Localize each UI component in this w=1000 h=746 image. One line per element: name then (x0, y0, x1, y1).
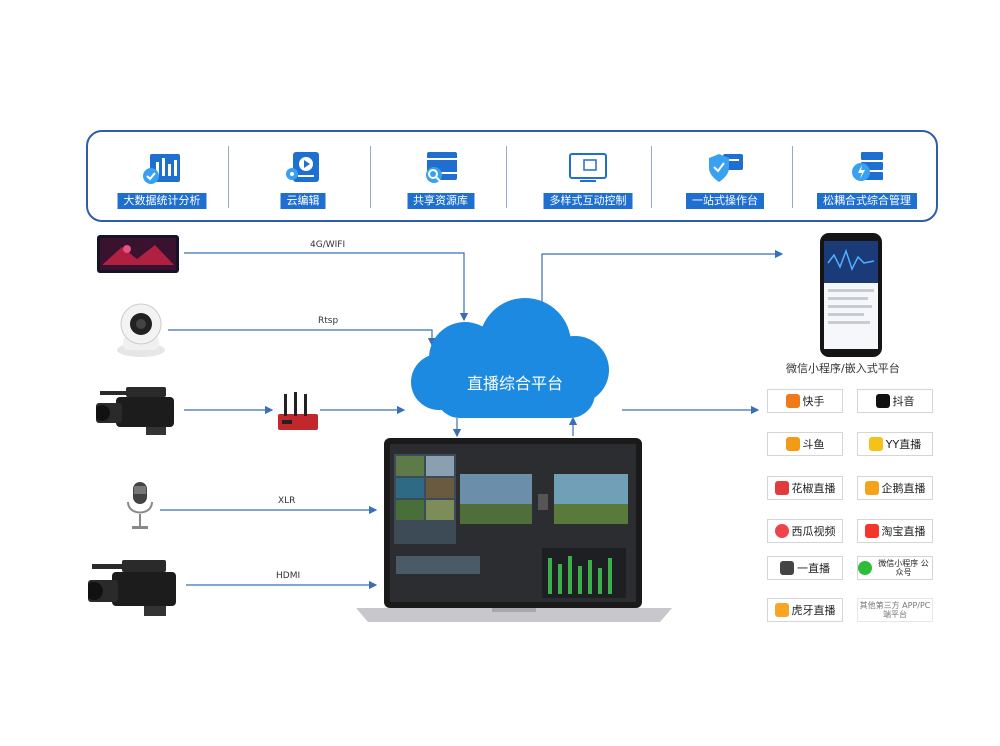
server-stack-icon (852, 152, 883, 181)
platform-name: 其他第三方 APP/PC端平台 (859, 601, 931, 619)
camcorder-device (96, 387, 174, 435)
wechat-caption: 微信小程序/嵌入式平台 (786, 362, 900, 375)
platform-yy[interactable]: YY直播 (857, 432, 933, 456)
platform-name: 微信小程序 公众号 (878, 559, 929, 577)
huya-icon (774, 603, 789, 617)
platform-huajiao[interactable]: 花椒直播 (767, 476, 843, 500)
xigua-icon (774, 524, 789, 538)
feature-interactive-control[interactable]: 多样式互动控制 (513, 132, 663, 220)
penguin-icon (864, 481, 879, 495)
platform-taobao[interactable]: 淘宝直播 (857, 519, 933, 543)
platform-douyin[interactable]: 抖音 (857, 389, 933, 413)
feature-one-stop-console[interactable]: 一站式操作台 (660, 132, 790, 220)
platform-qie[interactable]: 企鹅直播 (857, 476, 933, 500)
feature-label: 松耦合式综合管理 (817, 193, 917, 209)
platform-name: YY直播 (885, 438, 922, 451)
encoder-router-device (278, 392, 318, 430)
feature-label: 共享资源库 (407, 193, 474, 209)
platform-name: 一直播 (797, 562, 830, 575)
line-4g (184, 252, 469, 322)
link-label-rtsp: Rtsp (318, 316, 339, 326)
feature-integrated-management[interactable]: 松耦合式综合管理 (800, 132, 934, 220)
shield-console-icon (709, 154, 743, 182)
platform-douyu[interactable]: 斗鱼 (767, 432, 843, 456)
platform-name: 企鹅直播 (881, 482, 926, 495)
line-to-phone (541, 249, 784, 312)
feature-label: 大数据统计分析 (117, 193, 207, 209)
huajiao-icon (774, 481, 789, 495)
platform-name: 斗鱼 (802, 438, 825, 451)
wechat-icon (858, 561, 872, 575)
platform-wechat[interactable]: 微信小程序 公众号 (857, 556, 933, 580)
cloud-label: 直播综合平台 (466, 374, 563, 393)
divider (651, 146, 652, 208)
platform-name: 花椒直播 (791, 482, 836, 495)
platform-name: 快手 (802, 395, 825, 408)
taobao-live-icon (864, 524, 879, 538)
feature-big-data[interactable]: 大数据统计分析 (102, 132, 222, 220)
link-label-xlr: XLR (278, 496, 296, 506)
link-label-4g: 4G/WIFI (310, 240, 346, 250)
video-edit-icon (286, 152, 319, 182)
feature-label: 一站式操作台 (686, 193, 764, 209)
divider (792, 146, 793, 208)
feature-label: 云编辑 (280, 193, 326, 209)
kuaishou-icon (785, 394, 800, 408)
line-rtsp (168, 329, 437, 347)
stage-screen-device (97, 235, 179, 273)
feature-panel: 大数据统计分析 云编辑 共享资源库 (86, 130, 938, 222)
laptop-switcher (356, 438, 672, 622)
platform-kuaishou[interactable]: 快手 (767, 389, 843, 413)
platform-xigua[interactable]: 西瓜视频 (767, 519, 843, 543)
feature-label: 多样式互动控制 (543, 193, 633, 209)
ip-camera-device (117, 303, 165, 357)
screen-control-icon (569, 153, 607, 182)
platform-huya[interactable]: 虎牙直播 (767, 598, 843, 622)
feature-cloud-edit[interactable]: 云编辑 (238, 132, 368, 220)
platform-name: 虎牙直播 (791, 604, 836, 617)
platform-name: 西瓜视频 (791, 525, 836, 538)
film-search-icon (425, 152, 457, 183)
link-label-hdmi: HDMI (276, 571, 301, 581)
camcorder-hdmi-device (88, 560, 176, 616)
douyu-icon (785, 437, 800, 451)
platform-name: 抖音 (892, 395, 915, 408)
cloud-shape (411, 298, 609, 418)
yizhibo-icon (780, 561, 794, 575)
divider (370, 146, 371, 208)
divider (228, 146, 229, 208)
douyin-icon (875, 394, 890, 408)
platform-name: 淘宝直播 (881, 525, 926, 538)
platform-other[interactable]: 其他第三方 APP/PC端平台 (857, 598, 933, 622)
feature-shared-library[interactable]: 共享资源库 (378, 132, 503, 220)
chart-bars-icon (143, 154, 180, 184)
yy-icon (868, 437, 883, 451)
phone-wechat-app (820, 233, 882, 357)
platform-yizhibo[interactable]: 一直播 (767, 556, 843, 580)
microphone-device (127, 482, 153, 529)
divider (506, 146, 507, 208)
